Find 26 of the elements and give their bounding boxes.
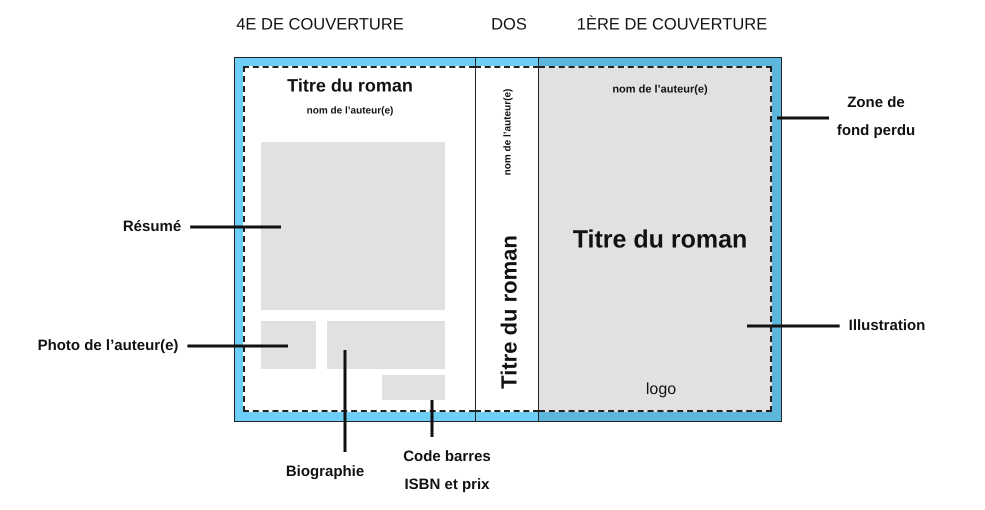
barcode-area [382, 375, 445, 400]
leader-line [344, 350, 346, 452]
photo-area [261, 321, 316, 369]
author-name: nom de l’auteur(e) [502, 88, 514, 176]
panel-heading: 1ÈRE DE COUVERTURE [576, 16, 768, 34]
book-title: Titre du roman [572, 226, 748, 254]
callout-label: Résumé [122, 213, 182, 241]
placeholder-text: logo [646, 380, 676, 400]
author-name: nom de l’auteur(e) [306, 105, 394, 117]
leader-line [430, 400, 434, 437]
callout-label: Biographie [286, 458, 364, 486]
panel-heading: DOS [491, 16, 527, 34]
leader-line [187, 344, 288, 348]
book-title: Titre du roman [496, 235, 522, 389]
leader-line [777, 116, 829, 120]
callout-label: Zone de fond perdu [833, 89, 919, 145]
leader-line [190, 226, 281, 228]
panel-heading: 4E DE COUVERTURE [236, 16, 404, 34]
author-name: nom de l’auteur(e) [612, 84, 708, 96]
callout-label: Illustration [848, 312, 926, 340]
callout-label: Code barres ISBN et prix [399, 443, 495, 499]
callout-label: Photo de l’auteur(e) [38, 332, 178, 360]
resume-area [261, 142, 445, 310]
book-title: Titre du roman [287, 76, 413, 96]
leader-line [747, 324, 840, 328]
biography-area [327, 321, 445, 369]
